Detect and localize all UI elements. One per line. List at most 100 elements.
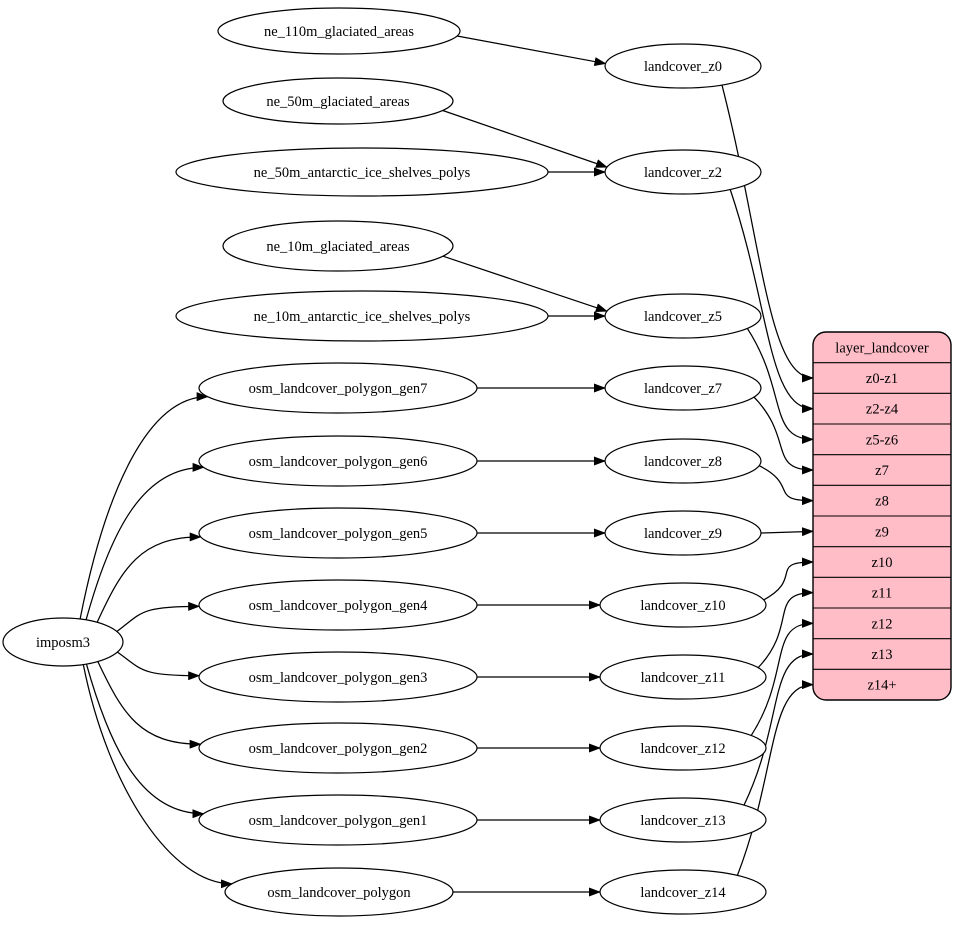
record-row-z2-z4: z2-z4: [866, 402, 899, 418]
edge-ne_110m_glaciated_areas-to-landcover_z0: [456, 35, 607, 66]
record-row-z10: z10: [872, 555, 893, 571]
node-label: osm_landcover_polygon_gen7: [249, 381, 428, 397]
node-landcover-z0: landcover_z0: [604, 43, 762, 89]
node-label: osm_landcover_polygon_gen1: [249, 813, 428, 829]
node-label: ne_10m_glaciated_areas: [266, 239, 410, 255]
edge-landcover_z8-to-layer_landcover-z8: [758, 465, 814, 506]
record-row-z5-z6: z5-z6: [866, 432, 898, 448]
edge-ne_10m_glaciated_areas-to-landcover_z5: [442, 255, 608, 312]
record-title: layer_landcover: [835, 340, 929, 356]
node-shape: [175, 290, 549, 342]
node-shape: [604, 149, 762, 195]
edge-ne_50m_glaciated_areas-to-landcover_z2: [442, 109, 608, 168]
node-label: landcover_z5: [644, 309, 722, 325]
edge-imposm3-to-osm_landcover_polygon_gen3: [117, 651, 201, 681]
node-label: landcover_z14: [640, 885, 726, 901]
edge-landcover_z12-to-layer_landcover-z12: [750, 618, 814, 736]
edge-imposm3-to-osm_landcover_polygon_gen4: [116, 601, 201, 632]
record-row-z9: z9: [875, 524, 889, 540]
record-row-z8: z8: [875, 494, 889, 510]
node-shape: [2, 617, 124, 667]
node-ne-10m-antarctic-ice-shelves-polys: ne_10m_antarctic_ice_shelves_polys: [175, 290, 549, 342]
node-osm-landcover-polygon-gen1: osm_landcover_polygon_gen1: [198, 794, 478, 846]
node-label: osm_landcover_polygon_gen4: [249, 598, 429, 614]
node-label: ne_110m_glaciated_areas: [264, 24, 414, 40]
node-ne-50m-antarctic-ice-shelves-polys: ne_50m_antarctic_ice_shelves_polys: [175, 147, 549, 197]
node-osm-landcover-polygon-gen5: osm_landcover_polygon_gen5: [198, 507, 478, 559]
node-landcover-z5: landcover_z5: [604, 293, 762, 339]
node-label: osm_landcover_polygon_gen2: [249, 741, 428, 757]
edge-imposm3-to-osm_landcover_polygon_gen7: [79, 392, 209, 620]
edge-imposm3-to-osm_landcover_polygon_gen2: [97, 661, 202, 749]
node-osm-landcover-polygon-gen4: osm_landcover_polygon_gen4: [198, 579, 478, 631]
record-row-z14plus: z14+: [867, 678, 896, 694]
edge-imposm3-to-osm_landcover_polygon_gen5: [96, 532, 202, 623]
node-label: landcover_z8: [644, 454, 722, 470]
node-ne-10m-glaciated-areas: ne_10m_glaciated_areas: [222, 220, 454, 272]
node-label: landcover_z2: [644, 165, 722, 181]
edge-landcover_z14-to-layer_landcover-z14+: [736, 680, 814, 876]
node-label: landcover_z13: [640, 813, 725, 829]
node-label: landcover_z7: [644, 381, 722, 397]
node-label: osm_landcover_polygon_gen3: [249, 670, 428, 686]
node-osm-landcover-polygon-gen7: osm_landcover_polygon_gen7: [198, 362, 478, 414]
node-label: ne_50m_glaciated_areas: [266, 94, 410, 110]
node-shape: [198, 794, 478, 846]
node-shape: [198, 722, 478, 774]
record-row-z7: z7: [875, 463, 889, 479]
node-landcover-z8: landcover_z8: [604, 438, 762, 484]
node-label: osm_landcover_polygon_gen6: [249, 454, 428, 470]
node-landcover-z14: landcover_z14: [599, 869, 767, 915]
node-landcover-z9: landcover_z9: [604, 510, 762, 556]
node-shape: [599, 654, 767, 700]
node-osm-landcover-polygon-gen2: osm_landcover_polygon_gen2: [198, 722, 478, 774]
edge-landcover_z11-to-layer_landcover-z11: [757, 588, 814, 669]
node-shape: [198, 651, 478, 703]
edge-landcover_z10-to-layer_landcover-z10: [763, 557, 814, 601]
edges-layer: [79, 35, 814, 897]
node-shape: [224, 867, 454, 917]
edge-landcover_z2-to-layer_landcover-z2-z4: [729, 189, 814, 414]
node-label: landcover_z12: [640, 741, 725, 757]
node-shape: [604, 365, 762, 411]
node-osm-landcover-polygon: osm_landcover_polygon: [224, 867, 454, 917]
record-row-z0-z1: z0-z1: [866, 371, 898, 387]
node-shape: [599, 725, 767, 771]
node-shape: [198, 507, 478, 559]
node-label: imposm3: [36, 635, 90, 651]
record-row-z11: z11: [872, 586, 892, 602]
node-landcover-z12: landcover_z12: [599, 725, 767, 771]
edge-imposm3-to-osm_landcover_polygon: [82, 664, 233, 889]
edge-landcover_z7-to-layer_landcover-z7: [753, 396, 814, 475]
edge-landcover_z13-to-layer_landcover-z13: [743, 649, 814, 806]
node-imposm3: imposm3: [2, 617, 124, 667]
node-shape: [604, 293, 762, 339]
node-landcover-z13: landcover_z13: [599, 797, 767, 843]
node-shape: [217, 7, 461, 55]
node-label: landcover_z0: [644, 59, 722, 75]
edge-landcover_z9-to-layer_landcover-z9: [760, 527, 814, 537]
record-node-layer-landcover: layer_landcover z0-z1 z2-z4 z5-z6 z7 z8 z9 z10 z…: [812, 331, 952, 701]
node-shape: [604, 43, 762, 89]
node-osm-landcover-polygon-gen3: osm_landcover_polygon_gen3: [198, 651, 478, 703]
node-osm-landcover-polygon-gen6: osm_landcover_polygon_gen6: [198, 435, 478, 487]
edge-imposm3-to-osm_landcover_polygon_gen1: [85, 663, 205, 819]
node-shape: [222, 77, 454, 125]
node-shape: [198, 579, 478, 631]
node-landcover-z2: landcover_z2: [604, 149, 762, 195]
node-shape: [222, 220, 454, 272]
node-landcover-z11: landcover_z11: [599, 654, 767, 700]
node-label: landcover_z11: [641, 670, 726, 686]
node-landcover-z10: landcover_z10: [599, 582, 767, 628]
node-shape: [599, 797, 767, 843]
node-shape: [198, 362, 478, 414]
node-ne-50m-glaciated-areas: ne_50m_glaciated_areas: [222, 77, 454, 125]
node-label: osm_landcover_polygon: [267, 885, 411, 901]
node-shape: [599, 582, 767, 628]
node-label: landcover_z9: [644, 526, 722, 542]
node-shape: [604, 510, 762, 556]
edge-landcover_z0-to-layer_landcover-z0-z1: [721, 84, 814, 383]
node-shape: [198, 435, 478, 487]
node-landcover-z7: landcover_z7: [604, 365, 762, 411]
